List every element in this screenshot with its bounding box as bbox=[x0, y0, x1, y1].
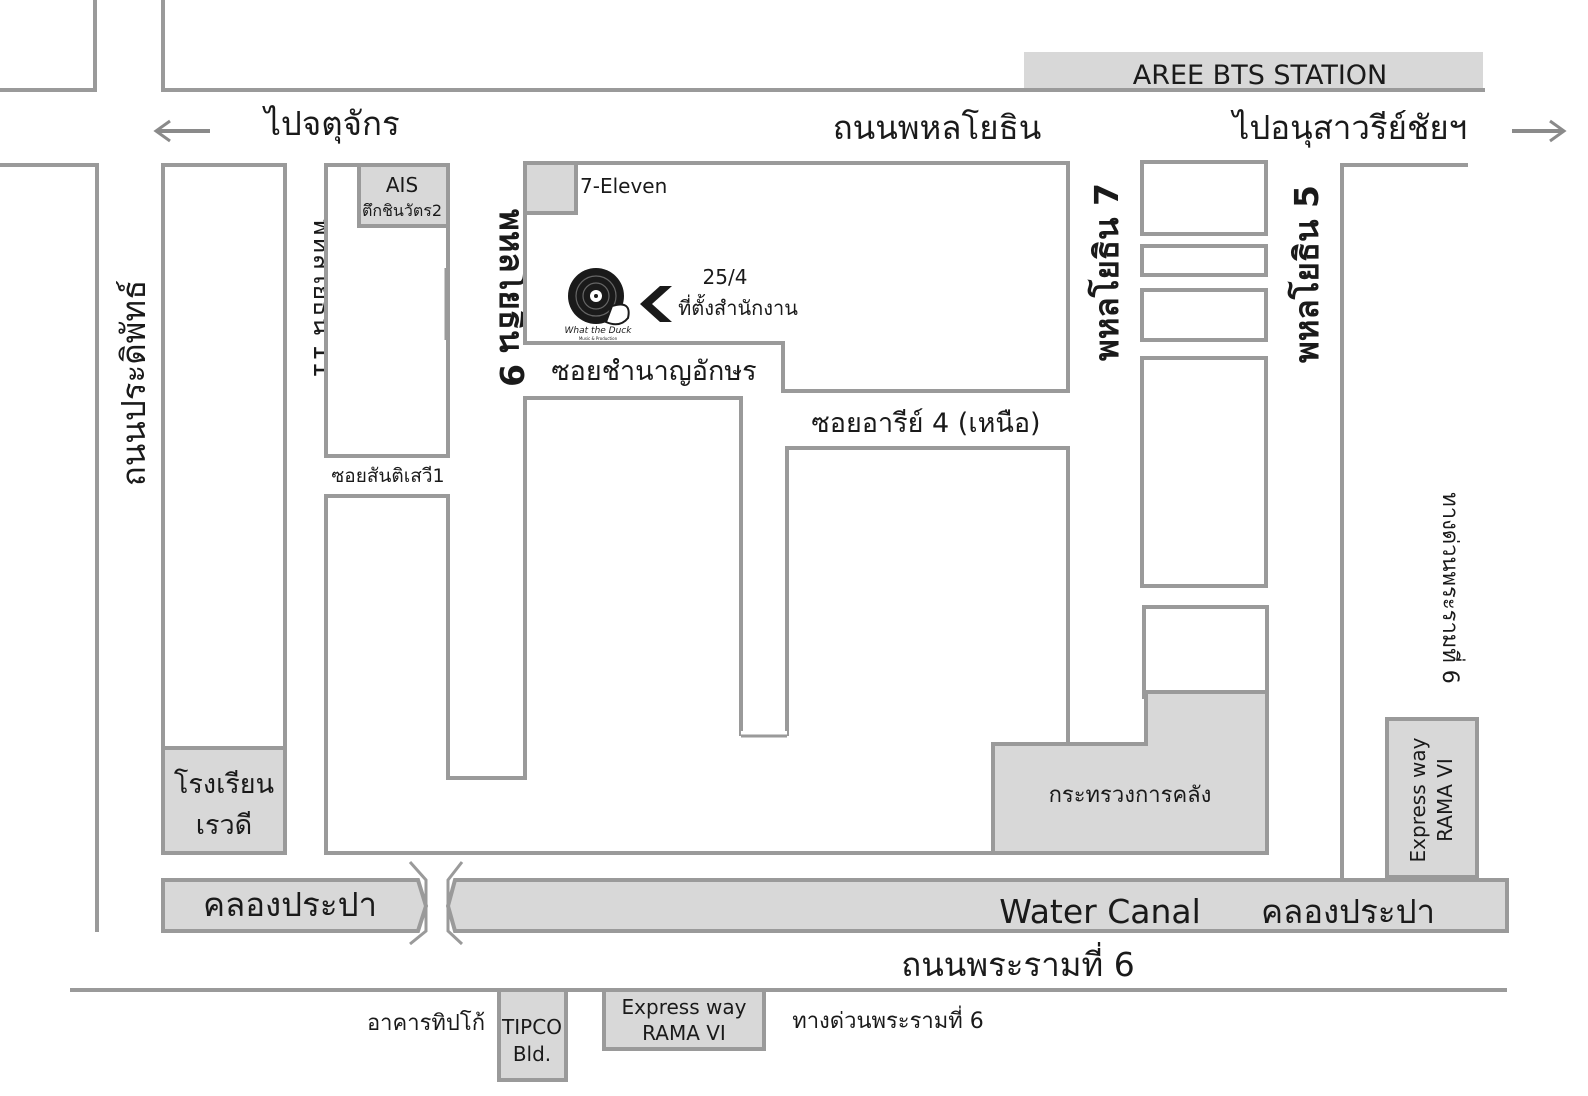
logo-text: What the Duck bbox=[565, 326, 633, 336]
logo-subtext: Music & Production bbox=[579, 336, 618, 341]
seven-eleven-label: 7-Eleven bbox=[580, 174, 667, 198]
rama6-expressway-side-label: ทางด่วนพระรามที่ 6 bbox=[1437, 492, 1466, 684]
phahon-yothin-5-label: พหลโยธิน 5 bbox=[1287, 185, 1326, 363]
block-office bbox=[523, 161, 1070, 393]
block-right-3 bbox=[1140, 288, 1268, 342]
phahon-yothin-7-label: พหลโยธิน 7 bbox=[1087, 183, 1126, 361]
soi-aree-4-north-label: ซอยอารีย์ 4 (เหนือ) bbox=[811, 407, 1040, 439]
ais-label: AIS bbox=[386, 173, 418, 197]
office-location-label: ที่ตั้งสำนักงาน bbox=[678, 294, 798, 320]
to-chatuchak-label: ไปจตุจักร bbox=[261, 104, 399, 144]
soi-santisuk-1-label: ซอยสันติเสวี1 bbox=[331, 465, 444, 487]
block-right-1 bbox=[1140, 160, 1268, 236]
tipco-thai-label: อาคารทิปโก้ bbox=[367, 1010, 485, 1036]
ais-shinawatra-2-building bbox=[357, 163, 450, 228]
location-chevron-icon bbox=[640, 286, 672, 322]
canal-right-arrow-edge bbox=[446, 861, 464, 946]
address-number-label: 25/4 bbox=[703, 265, 748, 289]
aree-bts-station-bar bbox=[1024, 52, 1483, 88]
tipco-line1: TIPCO bbox=[501, 1015, 562, 1039]
to-victory-monument-label: ไปอนุสาวรีย์ชัยฯ bbox=[1230, 108, 1467, 148]
shinawatra-2-label: ตึกชินวัตร2 bbox=[362, 201, 442, 220]
rama6-road-label: ถนนพระรามที่ 6 bbox=[901, 942, 1135, 984]
school-label-line1: โรงเรียน bbox=[174, 769, 274, 800]
expressway-rama6-box-bottom bbox=[602, 988, 766, 1051]
ministry-of-finance-building bbox=[991, 690, 1269, 855]
khlong-prapa-left-label: คลองประปา bbox=[203, 885, 377, 924]
block-right-4 bbox=[1140, 356, 1268, 588]
ministry-of-finance-label: กระทรวงการคลัง bbox=[1049, 783, 1212, 808]
block-right-2 bbox=[1140, 244, 1268, 277]
arrow-left-head-icon bbox=[153, 119, 171, 143]
phahon-yothin-road-label: ถนนพหลโยธิน bbox=[833, 108, 1042, 147]
school-label-line2: เรวดี bbox=[196, 810, 252, 841]
rama6-expressway-bottom-label: ทางด่วนพระรามที่ 6 bbox=[792, 1005, 984, 1034]
revadee-school-building bbox=[161, 746, 287, 855]
seven-eleven-building bbox=[523, 161, 578, 215]
canal-left-arrow-edge bbox=[408, 861, 428, 946]
khlong-prapa-canal-left bbox=[161, 878, 429, 933]
tipco-building bbox=[497, 988, 568, 1082]
expressway-bottom-line2: RAMA VI bbox=[642, 1021, 726, 1045]
block-right-5 bbox=[1142, 605, 1269, 699]
road-edge-left bbox=[0, 163, 99, 932]
road-edge-right bbox=[1340, 163, 1468, 880]
what-the-duck-logo: What the Duck Music & Production bbox=[565, 268, 633, 341]
tipco-line2: Bld. bbox=[513, 1042, 551, 1066]
expressway-right-line1: Express way bbox=[1406, 737, 1430, 862]
soi-chamnan-akson-label: ซอยชำนาญอักษร bbox=[551, 356, 756, 387]
road-edge-top bbox=[161, 0, 1485, 92]
arrow-right-head-icon bbox=[1549, 119, 1567, 143]
khlong-prapa-right-label: คลองประปา bbox=[1261, 892, 1435, 931]
road-edge-top-left bbox=[0, 0, 97, 92]
aree-bts-station-label: AREE BTS STATION bbox=[1133, 60, 1387, 91]
expressway-rama6-box-right bbox=[1385, 717, 1479, 879]
water-canal-label: Water Canal bbox=[999, 892, 1201, 931]
expressway-right-line2: RAMA VI bbox=[1433, 758, 1457, 842]
block-left-tall bbox=[161, 163, 287, 855]
expressway-bottom-line1: Express way bbox=[622, 995, 747, 1019]
pradiphat-road-label: ถนนประดิพัทธ์ bbox=[114, 280, 153, 487]
